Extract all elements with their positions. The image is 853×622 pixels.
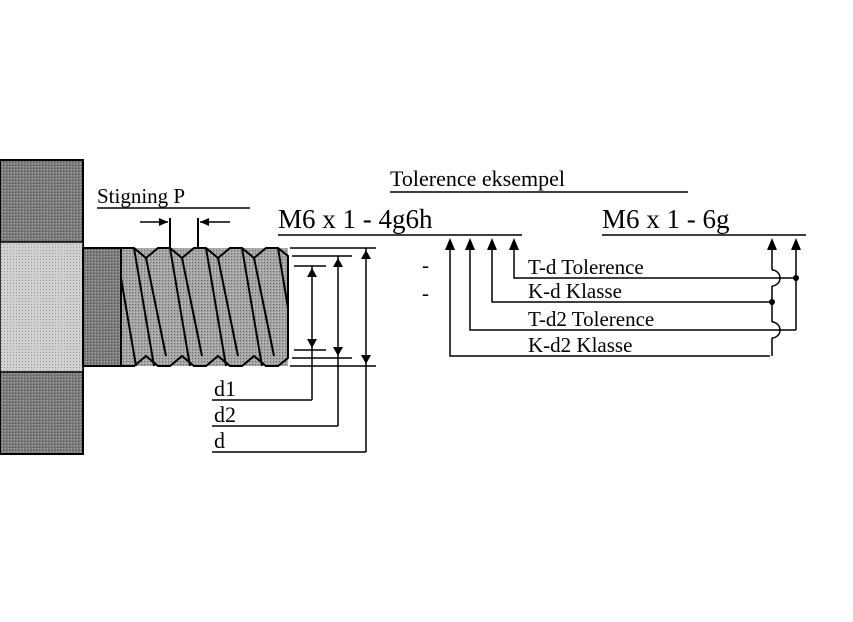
pitch-annotation: Stigning P (97, 184, 250, 248)
bolt-shank (82, 247, 122, 367)
callout-k-d: K-d Klasse (528, 279, 622, 303)
dimension-arrows (307, 250, 371, 364)
designation-1-text: M6 x 1 - 4g6h (278, 204, 433, 234)
dash-mark-2: - (422, 281, 429, 305)
callout-leaders-2 (742, 246, 797, 356)
title-group: Tolerence eksempel (390, 166, 688, 193)
pitch-label: Stigning P (97, 184, 185, 208)
callout-t-d: T-d Tolerence (528, 255, 644, 279)
designation-2: M6 x 1 - 6g (602, 204, 806, 236)
thread-body (120, 247, 289, 367)
dim-d-label: d (214, 428, 225, 453)
designation-1: M6 x 1 - 4g6h (278, 204, 522, 236)
callout-labels: T-d Tolerence K-d Klasse T-d2 Tolerence … (528, 255, 654, 357)
designation-2-text: M6 x 1 - 6g (602, 204, 730, 234)
callout-leaders-1 (449, 246, 770, 357)
dimension-lines (212, 247, 376, 453)
dash-mark-1: - (422, 253, 429, 277)
nut-block (0, 159, 84, 455)
callout-arrowheads-1 (445, 238, 519, 250)
dim-d2-label: d2 (214, 402, 236, 427)
callout-t-d2: T-d2 Tolerence (528, 307, 654, 331)
diagram-title: Tolerence eksempel (390, 166, 565, 191)
callout-k-d2: K-d2 Klasse (528, 333, 632, 357)
callout-arrowheads-2 (767, 238, 801, 305)
dimension-labels: d1 d2 d (214, 376, 236, 453)
dim-d1-label: d1 (214, 376, 236, 401)
